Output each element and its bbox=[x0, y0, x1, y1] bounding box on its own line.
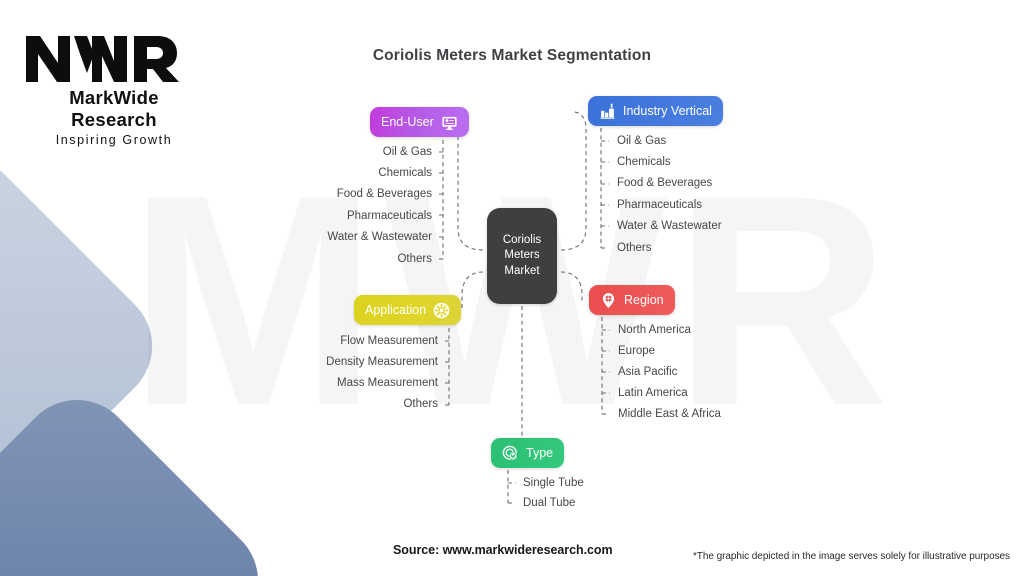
disclaimer-text: *The graphic depicted in the image serve… bbox=[692, 551, 1010, 562]
leaf-item: Single Tube bbox=[523, 477, 584, 489]
mwr-logo-icon bbox=[26, 36, 179, 82]
branch-node-region[interactable]: Region bbox=[589, 285, 675, 315]
brand-name: MarkWide Research bbox=[69, 87, 159, 130]
leaf-item: Chemicals bbox=[617, 156, 671, 168]
center-node-line2: Meters bbox=[504, 249, 540, 262]
branch-label-end-user: End-User bbox=[381, 115, 434, 129]
leaf-item: Latin America bbox=[618, 387, 688, 399]
branch-node-type[interactable]: Type bbox=[491, 438, 565, 468]
brand-logo: MarkWide Research Inspiring Growth bbox=[24, 30, 204, 147]
leaf-item: Dual Tube bbox=[523, 497, 576, 509]
leaf-item: Mass Measurement bbox=[337, 377, 438, 389]
branch-label-industry-vertical: Industry Vertical bbox=[623, 104, 712, 118]
page-title: Coriolis Meters Market Segmentation bbox=[372, 47, 652, 64]
leaf-item: Oil & Gas bbox=[617, 135, 667, 147]
center-node-line1: Coriolis bbox=[502, 233, 542, 246]
tube-coil-icon bbox=[502, 445, 518, 460]
leaf-item: Water & Wastewater bbox=[327, 231, 432, 243]
branch-label-region: Region bbox=[624, 293, 664, 307]
leaf-item: Pharmaceuticals bbox=[617, 199, 703, 211]
branch-node-application[interactable]: Application bbox=[354, 295, 462, 325]
leaf-item: Food & Beverages bbox=[617, 177, 713, 189]
leaf-item: North America bbox=[618, 324, 691, 336]
leaf-item: Europe bbox=[618, 345, 656, 357]
leaf-item: Chemicals bbox=[378, 167, 432, 179]
leaf-item: Flow Measurement bbox=[340, 335, 438, 347]
branch-node-end-user[interactable]: End-User bbox=[370, 107, 469, 137]
leaf-item: Food & Beverages bbox=[336, 188, 432, 200]
leaf-item: Water & Wastewater bbox=[617, 220, 722, 232]
factory-icon bbox=[600, 103, 615, 119]
branch-label-application: Application bbox=[365, 303, 427, 317]
branch-label-type: Type bbox=[526, 446, 554, 460]
leaf-item: Oil & Gas bbox=[382, 146, 432, 158]
map-pin-gear-icon bbox=[602, 292, 615, 308]
center-node-line3: Market bbox=[504, 264, 540, 277]
snowflake-icon bbox=[433, 302, 450, 318]
center-node: Coriolis Meters Market bbox=[487, 208, 557, 304]
branch-node-industry-vertical[interactable]: Industry Vertical bbox=[588, 96, 723, 126]
leaf-item: Middle East & Africa bbox=[618, 408, 721, 420]
leaf-item: Others bbox=[397, 253, 432, 265]
leaf-item: Density Measurement bbox=[326, 356, 438, 368]
leaf-item: Others bbox=[617, 242, 652, 254]
brand-tagline: Inspiring Growth bbox=[55, 133, 173, 147]
leaf-item: Pharmaceuticals bbox=[346, 210, 432, 222]
source-text: Source: www.markwideresearch.com bbox=[393, 543, 613, 557]
leaf-item: Others bbox=[403, 398, 438, 410]
monitor-gear-icon bbox=[442, 116, 457, 130]
leaf-item: Asia Pacific bbox=[618, 366, 678, 378]
